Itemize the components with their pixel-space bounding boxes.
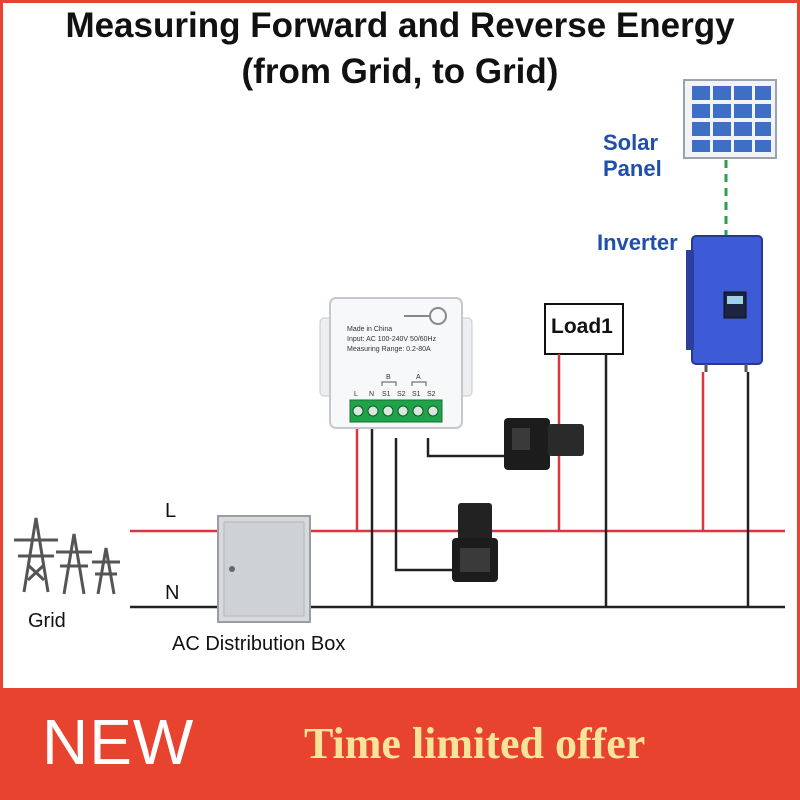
diagram-subtitle: (from Grid, to Grid) [241,52,559,91]
meter-input-spec: Input: AC 100-240V 50/60Hz [347,336,437,343]
current-clamp-icon [452,503,498,582]
meter-made-in: Made in China [347,326,393,333]
meter-terminal-label: N [369,391,375,398]
solar-panel-label-line2: Panel [603,156,662,181]
distribution-box-icon [217,515,311,623]
inverter-icon [686,235,763,372]
meter-terminal-label: S2 [397,391,406,398]
solar-panel-icon [683,79,777,159]
load-box [544,303,624,355]
meter-terminal-label: L [354,391,358,398]
power-tower-icon [14,517,120,595]
diagram-title: Measuring Forward and Reverse Energy [65,6,735,45]
meter-terminal-label: S1 [412,391,421,398]
load-label: Load1 [551,315,613,338]
promo-banner [0,688,800,800]
distribution-box-label: AC Distribution Box [172,633,346,655]
grid-label: Grid [28,610,66,632]
meter-terminal-label: S1 [382,391,391,398]
live-line-label: L [165,500,177,522]
new-badge-text: NEW [42,706,195,778]
current-clamp-icon [504,418,584,470]
solar-panel-label: Solar [603,130,659,155]
meter-channel-a: A [416,374,421,381]
neutral-line-label: N [165,582,180,604]
inverter-label: Inverter [597,230,678,255]
energy-meter-device [319,297,473,429]
offer-text: Time limited offer [304,719,646,768]
meter-range-spec: Measuring Range: 0.2-80A [347,346,431,353]
meter-channel-b: B [386,374,391,381]
meter-terminal-label: S2 [427,391,436,398]
